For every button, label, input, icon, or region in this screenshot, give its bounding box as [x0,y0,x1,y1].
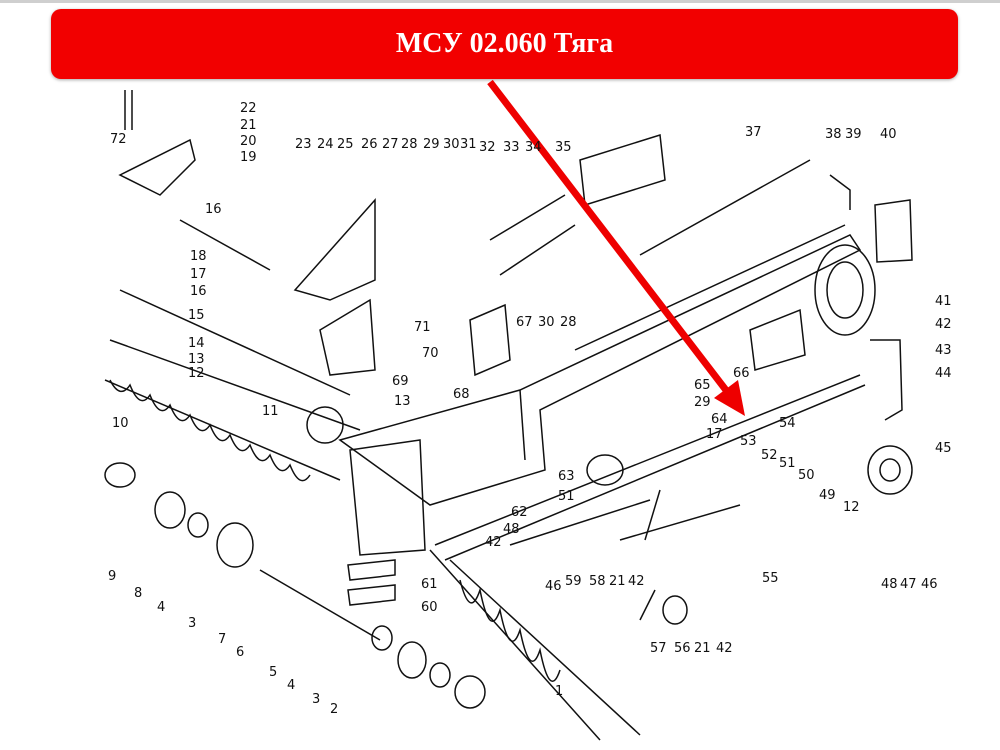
part-label-35: 35 [555,140,572,155]
part-label-28: 28 [401,137,418,152]
part-label-14: 14 [188,336,205,351]
arrowhead-icon [714,380,745,416]
part-label-21: 21 [694,641,711,656]
part-label-21: 21 [609,574,626,589]
part-label-50: 50 [798,468,815,483]
part-label-12: 12 [843,500,860,515]
part-label-53: 53 [740,434,757,449]
part-label-2: 2 [330,702,338,717]
part-label-13: 13 [188,352,205,367]
part-label-8: 8 [134,586,142,601]
part-label-44: 44 [935,366,952,381]
part-label-3: 3 [312,692,320,707]
part-label-66: 66 [733,366,750,381]
part-label-6: 6 [236,645,244,660]
part-label-42: 42 [485,535,502,550]
part-label-68: 68 [453,387,470,402]
part-label-67: 67 [516,315,533,330]
part-label-38: 38 [825,127,842,142]
part-label-47: 47 [900,577,917,592]
part-label-10: 10 [112,416,129,431]
part-label-61: 61 [421,577,438,592]
part-label-28: 28 [560,315,577,330]
part-label-64: 64 [711,412,728,427]
part-label-29: 29 [423,137,440,152]
part-label-48: 48 [503,522,520,537]
part-label-60: 60 [421,600,438,615]
part-label-15: 15 [188,308,205,323]
part-label-56: 56 [674,641,691,656]
red-pointer-arrow [487,79,745,416]
part-label-45: 45 [935,441,952,456]
part-label-3: 3 [188,616,196,631]
part-label-25: 25 [337,137,354,152]
part-label-5: 5 [269,665,277,680]
part-label-34: 34 [525,140,542,155]
banner-title: МСУ 02.060 Тяга [395,28,614,59]
part-label-52: 52 [761,448,778,463]
title-banner: МСУ 02.060 Тяга [51,9,958,79]
part-label-33: 33 [503,140,520,155]
part-label-57: 57 [650,641,667,656]
part-label-46: 46 [921,577,938,592]
part-label-17: 17 [706,427,723,442]
part-label-31: 31 [460,137,477,152]
part-label-30: 30 [538,315,555,330]
part-label-42: 42 [716,641,733,656]
part-label-46: 46 [545,579,562,594]
part-label-37: 37 [745,125,762,140]
part-label-7: 7 [218,632,226,647]
part-label-49: 49 [819,488,836,503]
part-label-39: 39 [845,127,862,142]
part-label-18: 18 [190,249,207,264]
part-label-59: 59 [565,574,582,589]
part-label-72: 72 [110,132,127,147]
part-label-30: 30 [443,137,460,152]
part-label-1: 1 [555,684,563,699]
part-label-17: 17 [190,267,207,282]
part-label-43: 43 [935,343,952,358]
part-label-40: 40 [880,127,897,142]
part-label-41: 41 [935,294,952,309]
part-label-63: 63 [558,469,575,484]
part-label-71: 71 [414,320,431,335]
part-label-12: 12 [188,366,205,381]
part-label-51: 51 [779,456,796,471]
part-label-55: 55 [762,571,779,586]
part-label-69: 69 [392,374,409,389]
part-label-70: 70 [422,346,439,361]
part-label-54: 54 [779,416,796,431]
part-label-24: 24 [317,137,334,152]
part-label-16: 16 [205,202,222,217]
part-label-23: 23 [295,137,312,152]
part-label-51: 51 [558,489,575,504]
part-label-9: 9 [108,569,116,584]
part-label-48: 48 [881,577,898,592]
part-label-29: 29 [694,395,711,410]
part-label-11: 11 [262,404,279,419]
part-label-19: 19 [240,150,257,165]
part-label-4: 4 [287,678,295,693]
part-label-62: 62 [511,505,528,520]
part-label-26: 26 [361,137,378,152]
part-label-22: 22 [240,101,257,116]
assembly-drawing [104,90,913,741]
part-label-21: 21 [240,118,257,133]
part-label-65: 65 [694,378,711,393]
part-label-4: 4 [157,600,165,615]
top-border [0,0,1000,3]
part-label-27: 27 [382,137,399,152]
part-label-16: 16 [190,284,207,299]
part-label-32: 32 [479,140,496,155]
part-label-42: 42 [935,317,952,332]
part-label-58: 58 [589,574,606,589]
part-label-20: 20 [240,134,257,149]
part-label-13: 13 [394,394,411,409]
part-label-42: 42 [628,574,645,589]
